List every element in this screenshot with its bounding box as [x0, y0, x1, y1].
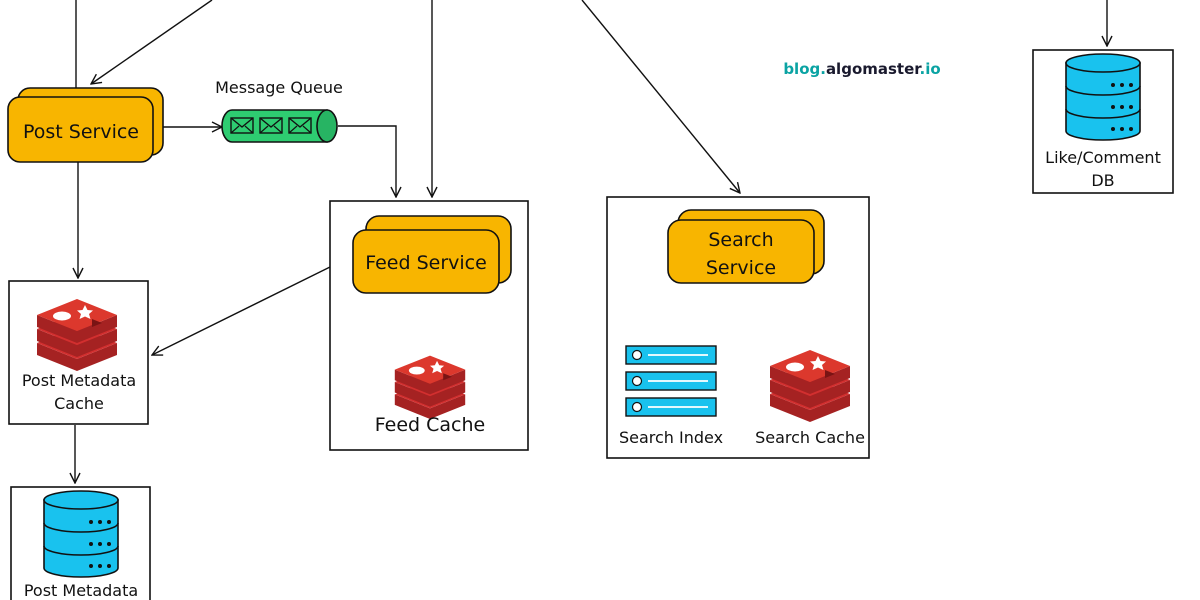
envelope-icon	[230, 117, 254, 134]
post-metadata-cache-label: Post Metadata	[22, 371, 136, 390]
envelope-icon	[259, 117, 283, 134]
search-index-label: Search Index	[619, 428, 723, 447]
database-icon	[43, 490, 119, 578]
post-service-label: Post Service	[23, 121, 139, 143]
search-cache-label: Search Cache	[755, 428, 865, 447]
post-service: Post Service	[7, 87, 164, 163]
feed-cache-label: Feed Cache	[375, 414, 485, 436]
database-icon	[1065, 53, 1141, 141]
post-metadata-cache: Post Metadata Cache	[8, 280, 149, 425]
search-group: Search Service Search Index Search Cache	[606, 196, 870, 459]
message-queue-icon	[221, 109, 338, 143]
search-service-label: Search	[708, 229, 773, 251]
feed-service: Feed Service	[352, 215, 512, 294]
search-index-icon	[625, 345, 717, 417]
search-service: Search Service	[667, 209, 825, 284]
like-comment-db: Like/Comment DB	[1032, 49, 1174, 194]
arrow-into-post-service	[91, 0, 213, 84]
like-comment-db-label: Like/Comment	[1045, 148, 1161, 167]
envelope-icon	[288, 117, 312, 134]
post-metadata-cache-label-2: Cache	[54, 394, 104, 413]
feed-group: Feed Service Feed Cache	[329, 200, 529, 451]
watermark: blog.algomaster.io	[783, 60, 940, 78]
search-service-label-2: Service	[706, 257, 776, 279]
post-metadata-db-label: Post Metadata	[24, 581, 138, 600]
message-queue-label: Message Queue	[215, 78, 343, 97]
like-comment-db-label-2: DB	[1091, 171, 1114, 190]
feed-service-label: Feed Service	[365, 252, 487, 274]
arrow-feedbox-to-cache	[152, 266, 331, 355]
connectors	[75, 0, 1107, 483]
arrow-into-search-service	[581, 0, 740, 193]
message-queue: Message Queue	[215, 78, 343, 143]
post-metadata-db: Post Metadata	[10, 486, 151, 600]
arrow-queue-to-feed	[338, 125, 396, 197]
